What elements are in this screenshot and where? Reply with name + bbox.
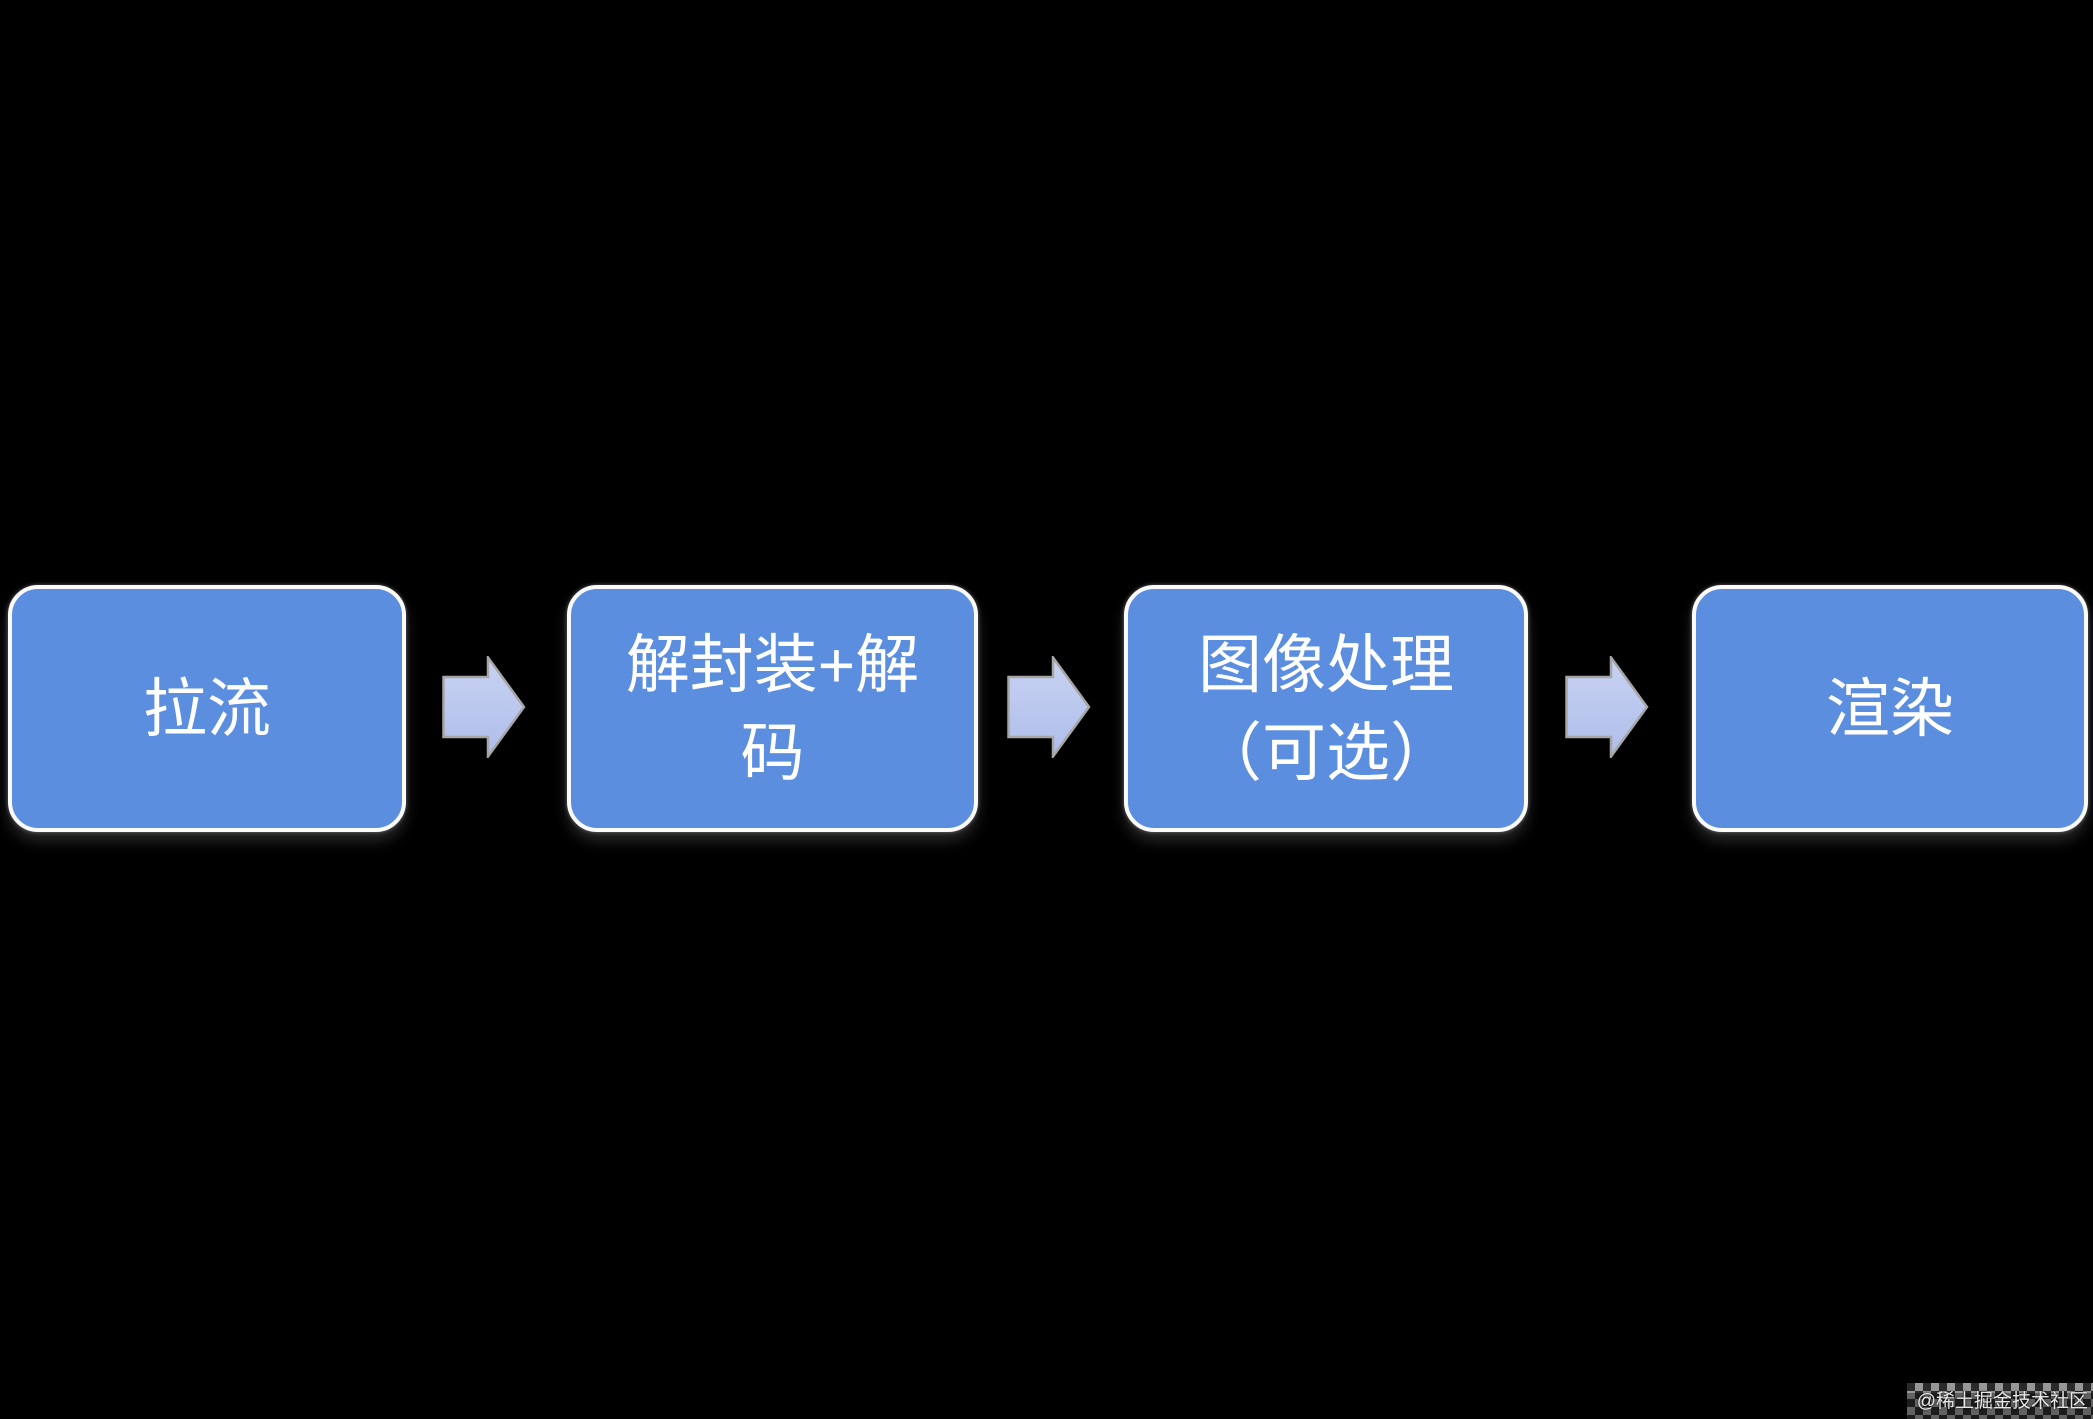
flow-step-label: 图像处理 — [1198, 628, 1454, 701]
flow-step-pull-stream: 拉流 — [8, 585, 406, 832]
block-arrow-right-icon — [1007, 656, 1091, 758]
block-arrow-right-icon — [442, 656, 526, 758]
watermark-text: @稀土掘金技术社区 — [1916, 1391, 2088, 1412]
flow-step-label: 拉流 — [143, 672, 271, 745]
flow-step-label: 解封装+解 — [625, 628, 920, 701]
flow-step-label: 渲染 — [1826, 672, 1954, 745]
flow-step-image-processing: 图像处理 （可选） — [1124, 585, 1528, 832]
watermark: @稀土掘金技术社区 — [1907, 1383, 2093, 1419]
block-arrow-right-icon — [1565, 656, 1649, 758]
flow-step-render: 渲染 — [1692, 585, 2088, 832]
flow-step-label: 码 — [740, 716, 805, 789]
flow-step-label: （可选） — [1198, 716, 1454, 789]
flow-step-demux-decode: 解封装+解 码 — [567, 585, 978, 832]
